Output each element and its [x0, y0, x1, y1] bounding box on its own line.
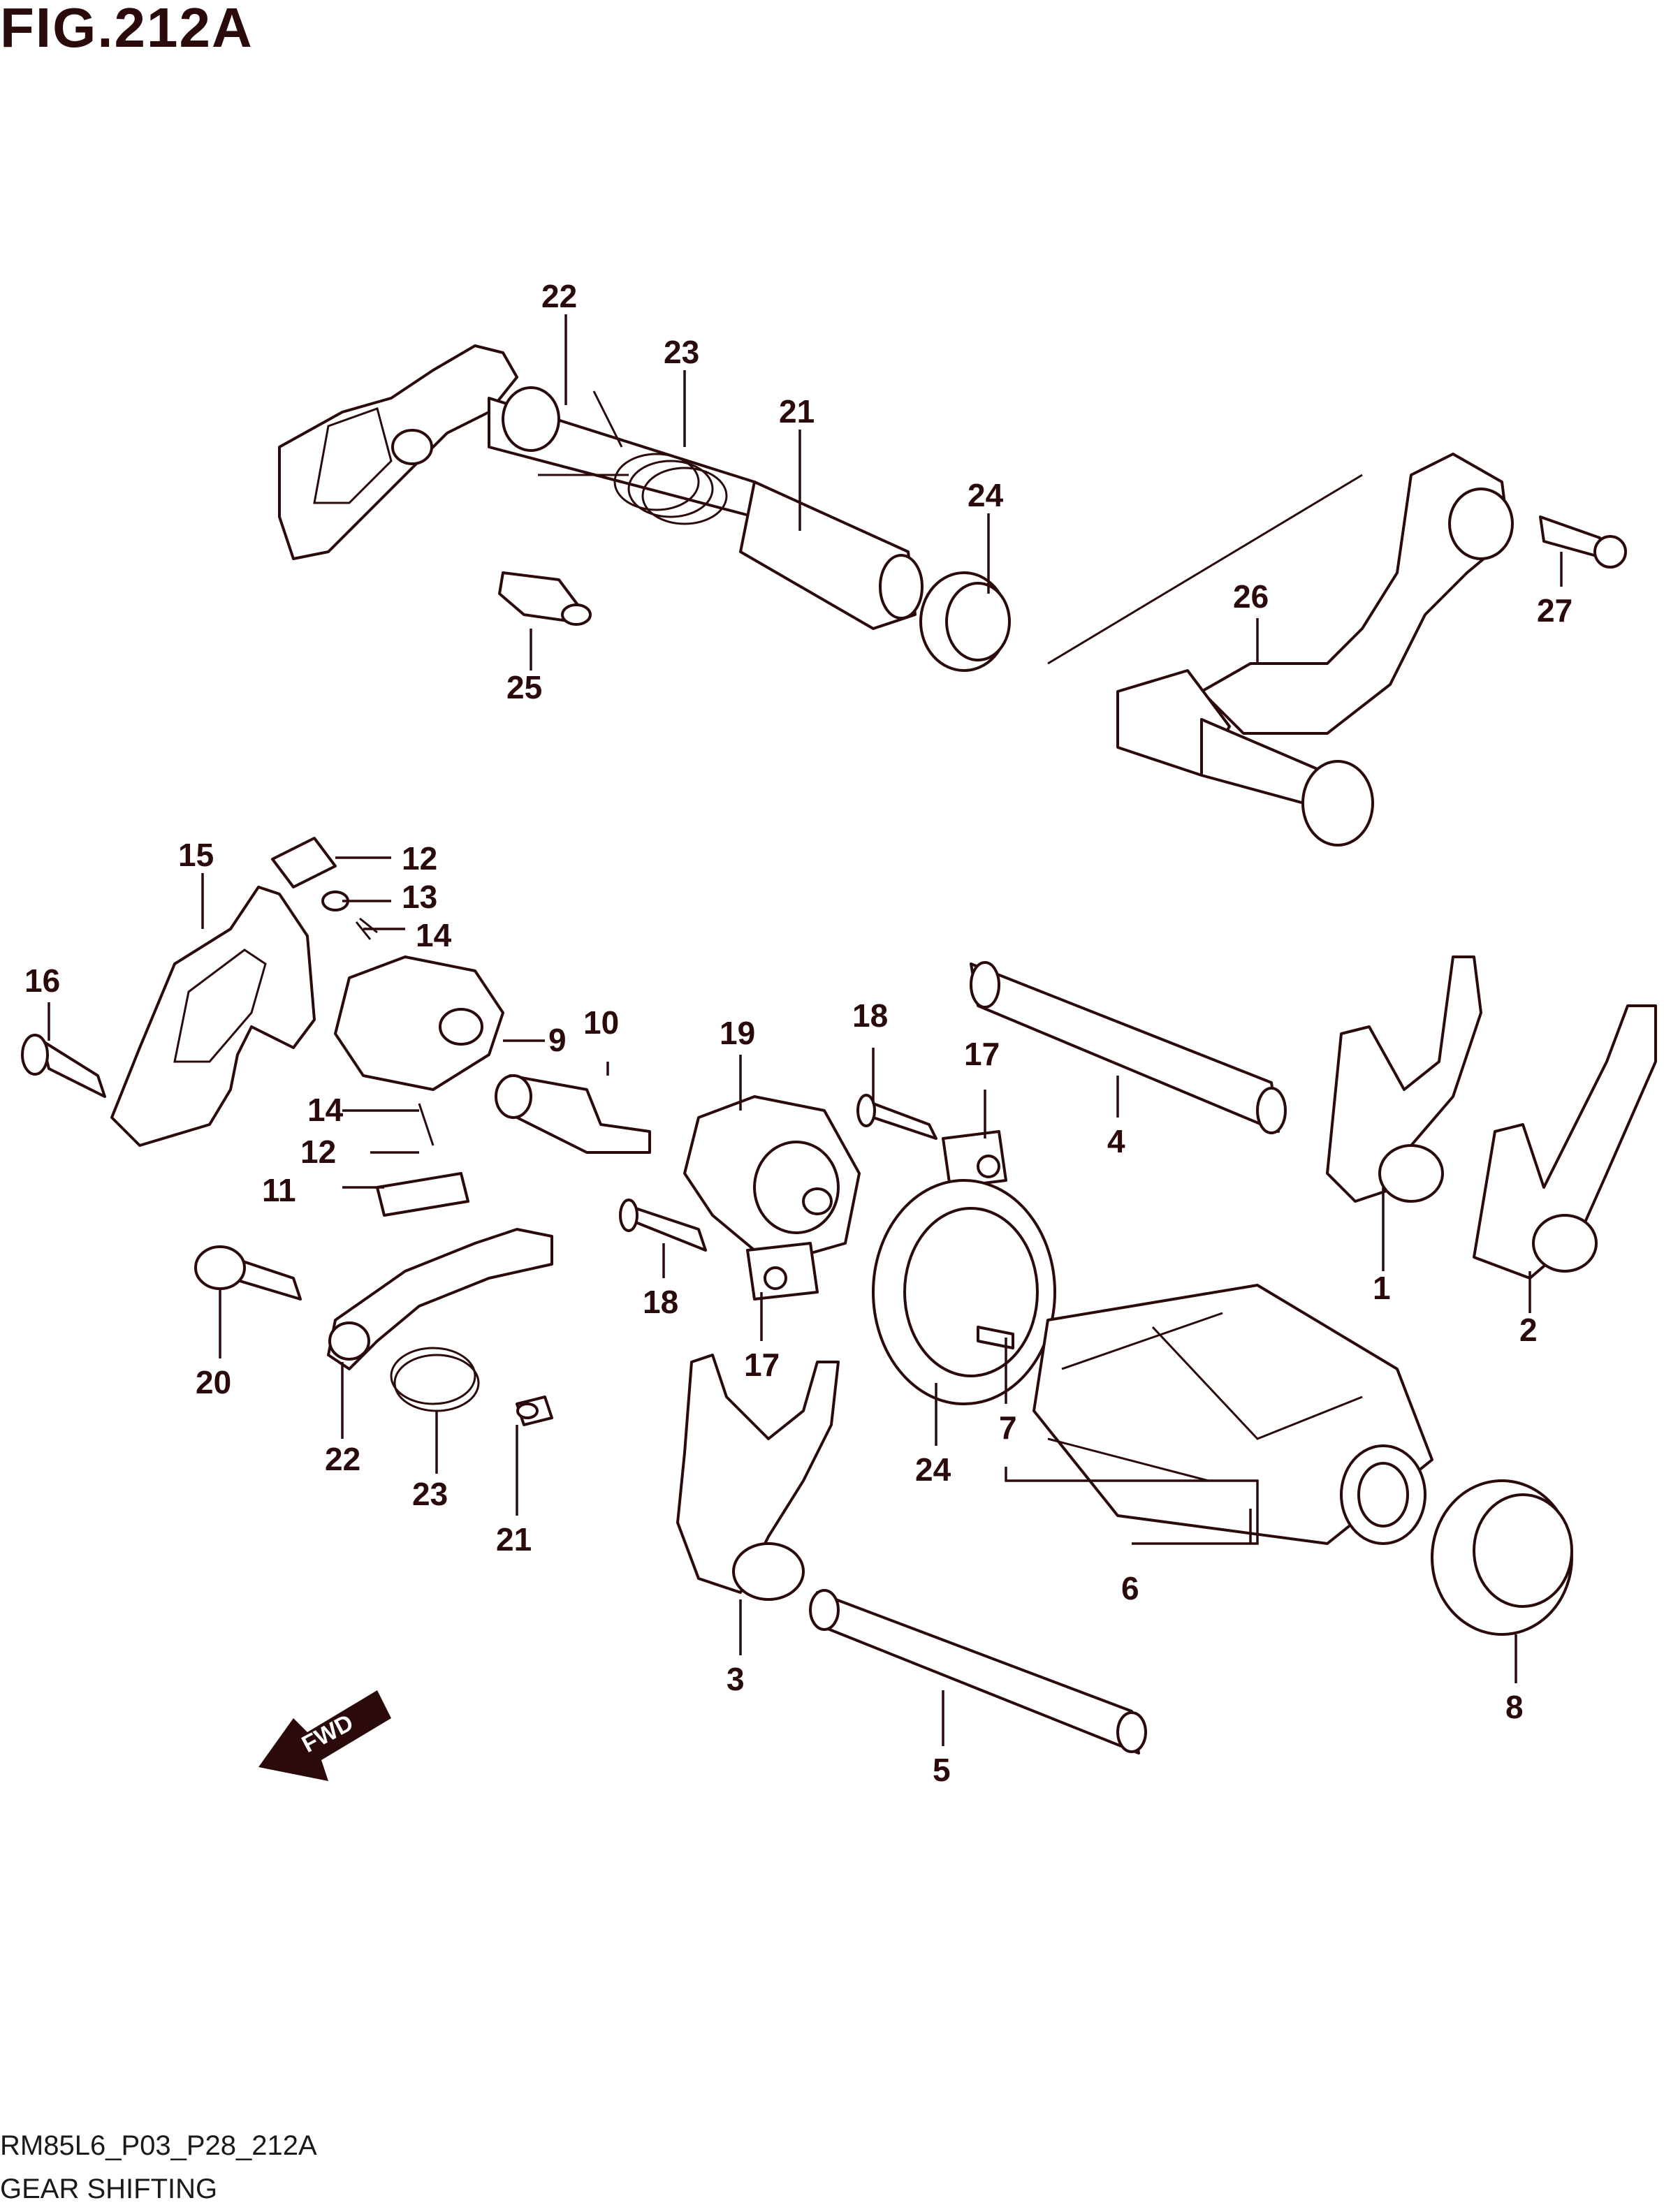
- callout-14-bottom: 14: [307, 1092, 344, 1128]
- callout-13: 13: [402, 879, 437, 915]
- callout-30: 26: [1233, 578, 1269, 615]
- callout-10: 10: [583, 1004, 619, 1041]
- callout-17-top: 17: [964, 1036, 1000, 1072]
- callout-25: 21: [779, 393, 815, 430]
- callout-22: 22: [325, 1441, 360, 1477]
- stopper-arm-part: [327, 1228, 553, 1426]
- washers-17-part: [746, 1130, 1007, 1301]
- callout-23: 23: [412, 1476, 448, 1512]
- callout-8: 8: [1505, 1689, 1524, 1725]
- callout-14-top: 14: [416, 917, 452, 953]
- shift-cam-plate-part: [683, 1095, 861, 1259]
- callout-3: 3: [727, 1661, 745, 1697]
- diagram-code: RM85L6_P03_P28_212A: [0, 2130, 317, 2161]
- callout-9: 9: [548, 1022, 567, 1058]
- callout-26: 22: [541, 278, 577, 314]
- figure-title: FIG.212A: [0, 0, 254, 59]
- callout-15: 15: [178, 837, 214, 873]
- shift-fork-3-part: [676, 1354, 840, 1601]
- cam-guide-plate-part: [110, 886, 316, 1147]
- bolt-20-part: [194, 1245, 302, 1301]
- lever-bolt-part: [1539, 515, 1627, 569]
- cam-stopper-bolt-part: [495, 1074, 651, 1154]
- callout-6: 6: [1121, 1570, 1139, 1606]
- bearing-24-part: [872, 1179, 1056, 1405]
- ratchet-pawl-holder-part: [334, 955, 504, 1091]
- callout-1: 1: [1373, 1270, 1391, 1306]
- gearshift-lever-part: [1047, 453, 1514, 847]
- diagram-name: GEAR SHIFTING: [0, 2174, 218, 2204]
- callout-2: 2: [1519, 1312, 1538, 1348]
- callout-24: 24: [915, 1451, 951, 1488]
- callout-28: 24: [968, 477, 1004, 513]
- stopper-pin-part: [498, 571, 592, 626]
- shift-drum-part: [1032, 1284, 1433, 1545]
- screw-16-part: [21, 1034, 106, 1098]
- callout-21: 21: [496, 1521, 532, 1558]
- callout-17-bottom: 17: [744, 1347, 780, 1383]
- screws-18-part: [619, 1094, 937, 1252]
- leader-lines: [48, 314, 1563, 1746]
- callout-labels: 22 23 21 24 25 26 27 15 16 12 13 14 9 10…: [24, 278, 1572, 1788]
- callout-20: 20: [196, 1364, 231, 1400]
- fork-shaft-4-part: [970, 961, 1287, 1134]
- callout-27: 23: [664, 334, 699, 370]
- callout-16: 16: [24, 962, 60, 999]
- callout-19: 19: [720, 1015, 755, 1051]
- fork-shaft-5-part: [809, 1589, 1147, 1755]
- callout-11: 11: [262, 1172, 296, 1208]
- callout-5: 5: [933, 1752, 951, 1788]
- callout-31: 27: [1537, 592, 1572, 629]
- fwd-arrow: FWD: [258, 1690, 391, 1781]
- shift-fork-2-part: [1473, 1004, 1657, 1280]
- callout-7: 7: [999, 1409, 1017, 1446]
- oil-seal-part: [919, 571, 1011, 672]
- callout-4: 4: [1107, 1123, 1125, 1159]
- callout-18-bottom: 18: [643, 1284, 678, 1320]
- shift-shaft-part: [278, 344, 924, 630]
- bearing-8-part: [1431, 1479, 1573, 1636]
- pawl-parts: [271, 837, 469, 1217]
- callout-12-top: 12: [402, 840, 437, 877]
- callout-12-bottom: 12: [300, 1134, 336, 1170]
- pin-7-part: [977, 1326, 1014, 1349]
- return-spring-part: [538, 390, 728, 525]
- callout-29: 25: [506, 669, 542, 705]
- callout-18-top: 18: [852, 997, 888, 1034]
- shift-fork-1-part: [1326, 955, 1482, 1203]
